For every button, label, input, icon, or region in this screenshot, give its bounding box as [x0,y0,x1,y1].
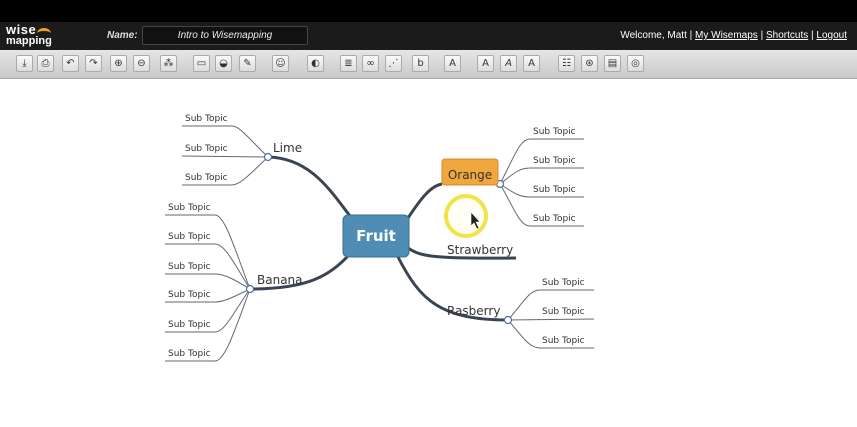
central-topic-label: Fruit [356,227,396,245]
connect-icon[interactable]: ⋰ [385,55,402,72]
subtopic-label[interactable]: Sub Topic [168,320,211,330]
connector-lime [267,155,352,217]
save-icon[interactable]: ⤓ [16,55,33,72]
topic-rasberry[interactable]: Rasberry [447,304,500,318]
separator: | [689,30,693,41]
subtopic-label[interactable]: Sub Topic [168,232,211,242]
subtopic-label[interactable]: Sub Topic [168,349,211,359]
icon-picker-icon[interactable]: ☺ [272,55,289,72]
central-topic-box[interactable] [342,214,410,258]
subtopic-label[interactable]: Sub Topic [533,185,576,195]
lime-collapse-dot[interactable] [263,152,273,162]
topic-link-icon[interactable]: ≣ [340,55,357,72]
connector-strawberry [407,246,517,260]
subtopic-label[interactable]: Sub Topic [168,290,211,300]
map-name-input[interactable]: Intro to Wisemapping [142,26,308,45]
subtopic-label[interactable]: Sub Topic [533,127,576,137]
subtopic-label[interactable]: Sub Topic [542,278,585,288]
relationship-icon[interactable]: ∞ [362,55,379,72]
subtopic-label[interactable]: Sub Topic [185,144,228,154]
connector-rasberry [396,256,509,322]
subtopic-label[interactable]: Sub Topic [533,156,576,166]
topic-note-icon[interactable]: ◐ [307,55,324,72]
topic-banana[interactable]: Banana [257,273,303,287]
logo-line1: wise [6,22,37,37]
font-color-icon[interactable]: A [523,55,540,72]
add-topic-icon[interactable]: ⁂ [160,55,177,72]
my-wisemaps-link[interactable]: My Wisemaps [695,30,758,41]
print-icon[interactable]: ⎙ [37,55,54,72]
topic-orange-box[interactable] [441,158,499,186]
top-strip [0,0,857,22]
logout-link[interactable]: Logout [816,30,847,41]
cursor-halo [444,194,488,238]
mouse-pointer-icon [470,211,481,230]
topic-orange[interactable]: Orange [448,168,492,182]
map-name-label: Name: [107,30,138,41]
lime-subtopics [181,125,269,186]
banana-collapse-dot[interactable] [245,284,255,294]
help-icon[interactable]: ◎ [627,55,644,72]
redo-icon[interactable]: ↷ [85,55,102,72]
app-header: wise mapping Name: Intro to Wisemapping … [0,22,857,50]
rasberry-collapse-dot[interactable] [503,315,513,325]
separator: | [811,30,814,41]
subtopic-label[interactable]: Sub Topic [168,203,211,213]
rasberry-subtopics [507,289,595,349]
zoom-out-icon[interactable]: ⊖ [133,55,150,72]
logo-line2: mapping [6,35,52,47]
orange-subtopics [499,138,584,227]
text-bold-icon[interactable]: A [477,55,494,72]
mindmap-canvas[interactable]: Fruit Lime Banana Orange Strawberry Rasb… [0,79,857,427]
text-italic-icon[interactable]: A [500,55,517,72]
banana-subtopics [165,214,251,362]
subtopic-label[interactable]: Sub Topic [542,336,585,346]
logo-swoosh-icon [37,28,51,39]
history-icon[interactable]: ▤ [604,55,621,72]
topic-lime[interactable]: Lime [273,141,302,155]
wisemapping-logo[interactable]: wise mapping [6,22,52,47]
toolbar: ⤓ ⎙ ↶ ↷ ⊕ ⊖ ⁂ ▭ ◒ ✎ ☺ ◐ ≣ ∞ ⋰ b A A A A … [0,50,857,79]
user-links: Welcome, Matt | My Wisemaps | Shortcuts … [620,30,847,41]
connector-orange [406,182,443,219]
topic-strawberry[interactable]: Strawberry [447,243,513,257]
font-size-icon[interactable]: b [412,55,429,72]
topic-shape-icon[interactable]: ▭ [193,55,210,72]
publish-icon[interactable]: ⊛ [581,55,598,72]
subtopic-label[interactable]: Sub Topic [533,214,576,224]
subtopic-label[interactable]: Sub Topic [542,307,585,317]
subtopic-label[interactable]: Sub Topic [185,173,228,183]
subtopic-label[interactable]: Sub Topic [168,262,211,272]
zoom-in-icon[interactable]: ⊕ [110,55,127,72]
subtopic-label[interactable]: Sub Topic [185,114,228,124]
welcome-text: Welcome, Matt [620,30,687,41]
shortcuts-link[interactable]: Shortcuts [765,30,809,41]
connector-banana [249,252,352,291]
separator: | [760,30,764,41]
share-icon[interactable]: ☷ [558,55,575,72]
border-color-icon[interactable]: ✎ [239,55,256,72]
undo-icon[interactable]: ↶ [62,55,79,72]
topic-color-icon[interactable]: ◒ [215,55,232,72]
text-size-icon[interactable]: A [444,55,461,72]
